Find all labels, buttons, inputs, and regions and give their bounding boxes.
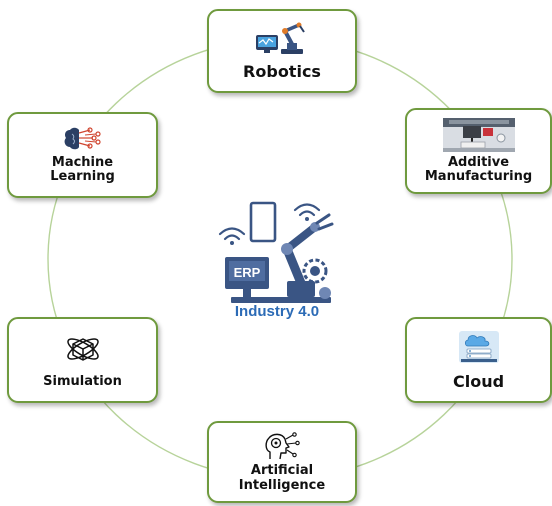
node-robotics: Robotics [207, 9, 357, 93]
brain-network-icon [64, 127, 101, 150]
node-machine-learning: Machine Learning [7, 112, 158, 198]
node-label: Additive Manufacturing [424, 154, 533, 184]
wifi-icon [293, 203, 321, 221]
3d-printer-icon [442, 117, 515, 152]
wifi-icon [218, 227, 246, 245]
cloud-server-icon [458, 331, 499, 364]
node-label: Simulation [43, 373, 122, 389]
industry-center-icon: ERP [218, 201, 334, 303]
node-cloud: Cloud [405, 317, 552, 403]
ai-head-icon [265, 432, 300, 460]
node-additive-manufacturing: Additive Manufacturing [405, 108, 552, 194]
erp-badge: ERP [234, 265, 261, 280]
node-artificial-intelligence: Artificial Intelligence [207, 421, 357, 503]
robot-arm-icon [256, 22, 305, 55]
node-label: Robotics [243, 62, 321, 82]
simulation-cube-icon [66, 338, 99, 361]
node-label: Artificial Intelligence [238, 463, 326, 493]
node-simulation: Simulation [7, 317, 158, 403]
node-label: Cloud [452, 372, 505, 392]
center-title: Industry 4.0 [234, 303, 320, 320]
node-label: Machine Learning [50, 154, 115, 184]
